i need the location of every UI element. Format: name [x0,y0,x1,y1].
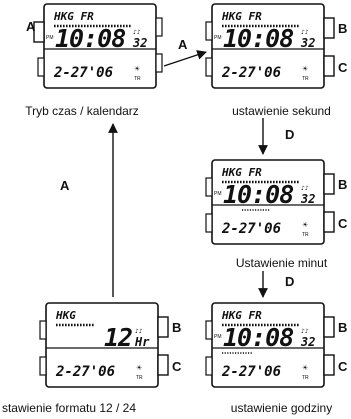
pm-marker: PM [214,191,222,197]
watch-screen-12-24-format: HKG 12 Hr ♪♪ 2-27'06 ☀ TR [39,302,169,388]
pm-marker: PM [214,334,222,340]
seconds-digits: 32 [300,192,315,206]
sun-tr-icon: ☀ [136,364,142,372]
button-label-B: B [338,177,347,192]
button-tab-left-upper [205,177,213,197]
button-tab-left-lower [37,57,45,77]
button-tab-left-upper [205,320,213,340]
button-label-C: C [338,359,348,374]
bell-icon: ♪♪ [133,29,141,36]
watch-screen-minutes-setting: HKG FR PM 10:08 32 ♪♪ 2-27'06 ☀ TR [205,159,335,245]
button-tab-right-C [323,211,335,233]
bell-icon: ♪♪ [301,328,309,335]
watch-screen-hours-setting: HKG FR PM 10:08 32 ♪♪ 2-27'06 ☀ TR [205,302,335,388]
time-digits: 10:08 [55,24,125,53]
button-label-B: B [338,21,347,36]
hr-suffix: Hr [134,335,150,349]
tr-marker: TR [302,375,309,381]
seconds-digits: 32 [132,36,147,50]
button-tab-left-upper [205,21,213,41]
button-tab-right-B [323,316,335,338]
time-digits: 10:08 [223,180,293,209]
time-digits: 10:08 [223,323,293,352]
arrow-tl-to-tr [163,50,207,67]
watch-screen-time-calendar: HKG FR PM 10:08 32 ♪♪ 2-27'06 ☀ TR [33,3,163,89]
date-digits: 2-27'06 [55,364,115,380]
button-tab-left-lower [205,356,213,376]
button-tab-left-lower [39,356,47,376]
button-tab-right-B [323,17,335,39]
city-code-text: HKG FR [221,309,262,322]
arrow-label-bl-to-tl: A [60,178,70,193]
caption-time-calendar-mode: Tryb czas / kalendarz [25,104,139,118]
button-tab-right-lower [155,53,163,73]
pm-marker: PM [46,35,54,41]
button-tab-right-C [323,55,335,77]
button-label-A-left: A [26,19,36,34]
button-tab-left [33,21,45,43]
button-tab-right-upper [155,17,163,37]
date-digits: 2-27'06 [221,65,281,81]
caption-12-24-format: stawienie formatu 12 / 24 [0,401,150,415]
sun-tr-icon: ☀ [134,65,140,73]
tr-marker: TR [136,375,143,381]
caption-minutes-setting: Ustawienie minut [235,256,328,270]
button-tab-right-C [323,354,335,376]
button-tab-left-lower [205,57,213,77]
seconds-digits: 32 [300,36,315,50]
city-code-text: HKG FR [221,166,262,179]
date-digits: 2-27'06 [221,221,281,237]
button-tab-right-B [157,316,169,338]
hour-format-digits: 12 [104,323,132,352]
pm-marker: PM [214,35,222,41]
city-code-text: HKG FR [53,10,94,23]
sun-tr-icon: ☀ [302,221,308,229]
caption-seconds-setting: ustawienie sekund [232,104,331,118]
tr-marker: TR [302,232,309,238]
tr-marker: TR [134,76,141,82]
button-tab-right-B [323,173,335,195]
city-code-text: HKG FR [221,10,262,23]
button-label-B: B [172,320,181,335]
tr-marker: TR [302,76,309,82]
arrow-label-mr-to-br: D [285,274,294,289]
caption-12-24-format-text: stawienie formatu 12 / 24 [1,401,137,415]
seconds-digits: 32 [300,335,315,349]
bell-icon: ♪♪ [135,328,143,335]
watch-screen-seconds-setting: HKG FR PM 10:08 32 ♪♪ 2-27'06 ☀ TR [205,3,335,89]
bell-icon: ♪♪ [301,29,309,36]
caption-hours-setting: ustawienie godziny [230,401,333,415]
bell-icon: ♪♪ [301,185,309,192]
button-label-B: B [338,320,347,335]
sun-tr-icon: ☀ [302,364,308,372]
arrow-label-tr-to-mr: D [285,127,294,142]
time-digits: 10:08 [223,24,293,53]
arrow-label-tl-to-tr: A [178,37,188,52]
button-tab-left-lower [205,213,213,233]
button-tab-right-C [157,354,169,376]
button-label-C: C [338,60,348,75]
date-digits: 2-27'06 [221,364,281,380]
button-tab-left-upper [39,320,47,340]
button-label-C: C [338,216,348,231]
button-label-C: C [172,359,182,374]
city-code-text: HKG [55,309,76,322]
date-digits: 2-27'06 [53,65,113,81]
sun-tr-icon: ☀ [302,65,308,73]
